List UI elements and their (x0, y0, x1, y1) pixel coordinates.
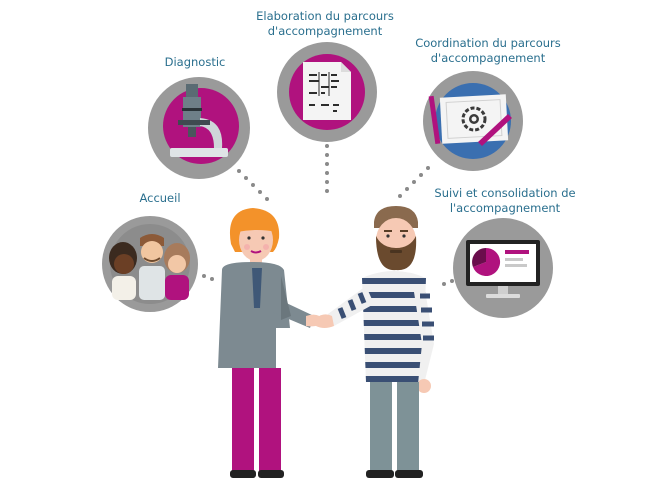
monitor-chart-icon (466, 240, 540, 298)
circle-accueil (102, 216, 198, 312)
label-accueil-text: Accueil (139, 191, 181, 205)
label-diagnostic: Diagnostic (160, 55, 230, 70)
label-diagnostic-text: Diagnostic (164, 55, 226, 69)
circle-coordination (423, 71, 523, 171)
man-figure (316, 206, 434, 478)
circle-diagnostic (148, 77, 250, 179)
circle-elaboration (277, 42, 377, 142)
circle-suivi (453, 218, 553, 318)
label-suivi-line2: l'accompagnement (449, 201, 561, 215)
label-coordination-line2: d'accompagnement (430, 51, 546, 65)
label-elaboration: Elaboration du parcours d'accompagnement (250, 9, 400, 39)
label-elaboration-line2: d'accompagnement (267, 24, 383, 38)
document-plan-icon (303, 62, 351, 120)
label-suivi: Suivi et consolidation de l'accompagneme… (425, 186, 585, 216)
label-accueil: Accueil (130, 191, 190, 206)
woman-figure (218, 208, 324, 478)
dotted-connectors (202, 144, 454, 286)
label-coordination: Coordination du parcours d'accompagnemen… (403, 36, 573, 66)
label-elaboration-line1: Elaboration du parcours (256, 9, 394, 23)
label-suivi-line1: Suivi et consolidation de (434, 186, 576, 200)
microscope-icon (170, 84, 228, 157)
people-group-icon (109, 224, 190, 304)
label-coordination-line1: Coordination du parcours (415, 36, 561, 50)
blueprint-gear-icon (428, 94, 512, 146)
